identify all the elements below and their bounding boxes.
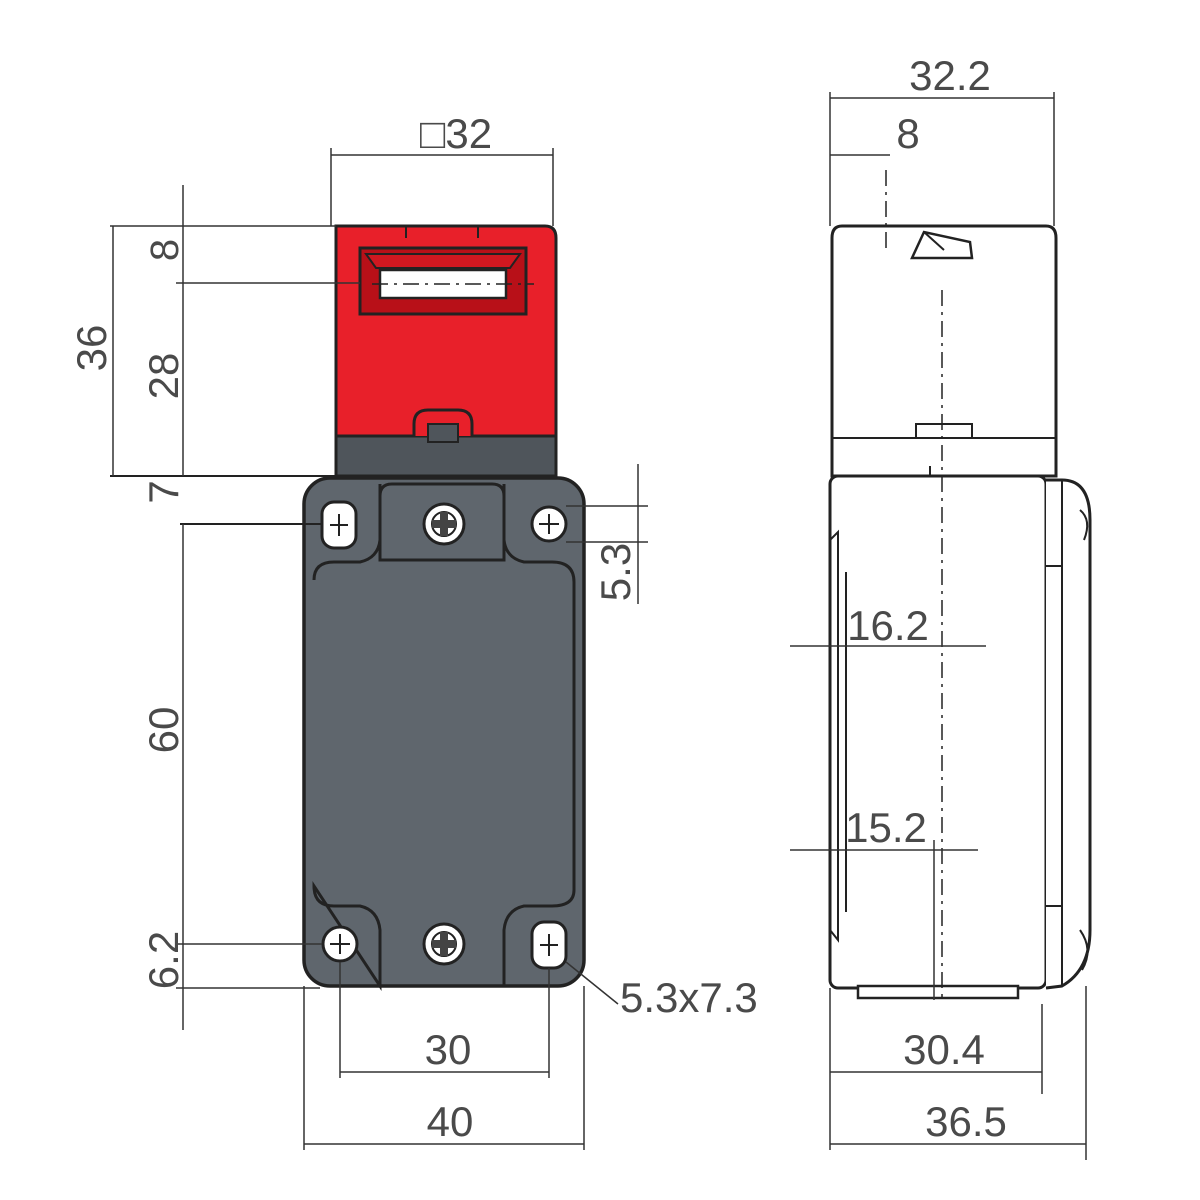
cover-panel	[312, 484, 576, 991]
head-key	[915, 423, 973, 438]
switch-body	[302, 476, 586, 988]
neck-key-slot	[427, 423, 459, 443]
cover-bump-bottom	[1079, 929, 1089, 971]
cover-bump-top	[1079, 509, 1089, 541]
actuator-slot-bevel	[364, 253, 522, 269]
dim-6-2: 6.2	[140, 931, 187, 989]
dim-36: 36	[68, 325, 115, 372]
mount-screw-top-right	[530, 505, 568, 543]
side-rail	[829, 529, 839, 943]
dim-30-4: 30.4	[903, 1026, 985, 1073]
slot-size-label: 5.3x7.3	[620, 974, 758, 1021]
front-view: □32 8 36 28 7 5.3 60 6.2 5.3x7.3 30 40	[68, 110, 758, 1150]
mount-screw-bottom-right-slot	[530, 920, 568, 970]
dim-28: 28	[140, 353, 187, 400]
dim-8-front: 8	[143, 239, 187, 261]
dim-5-3: 5.3	[592, 543, 639, 601]
mount-screw-top-left	[320, 500, 358, 550]
side-dimension-lines	[790, 92, 1087, 1160]
dim-30: 30	[425, 1026, 472, 1073]
side-head-latch	[910, 230, 974, 260]
dim-8-side: 8	[896, 110, 919, 157]
dim-32-2: 32.2	[909, 52, 991, 99]
dim-36-5: 36.5	[925, 1098, 1007, 1145]
bottom-center-boss	[378, 930, 506, 986]
side-foot	[856, 984, 1020, 1000]
side-cover	[1045, 478, 1092, 990]
latch-line	[923, 231, 945, 251]
dim-60: 60	[140, 707, 187, 754]
dim-square-32: □32	[420, 110, 492, 157]
front-dimension-lines	[110, 148, 648, 1150]
cover-screw-bottom	[422, 922, 466, 966]
dim-40: 40	[427, 1098, 474, 1145]
dim-16-2: 16.2	[847, 602, 929, 649]
side-view: 32.2 8 16.2 15.2 30.4 36.5	[790, 52, 1092, 1160]
cover-screw-top	[422, 502, 466, 546]
side-head	[830, 224, 1058, 478]
dim-15-2: 15.2	[845, 804, 927, 851]
side-body	[828, 474, 1048, 990]
dim-7: 7	[140, 480, 187, 503]
mount-screw-bottom-left	[321, 925, 359, 963]
